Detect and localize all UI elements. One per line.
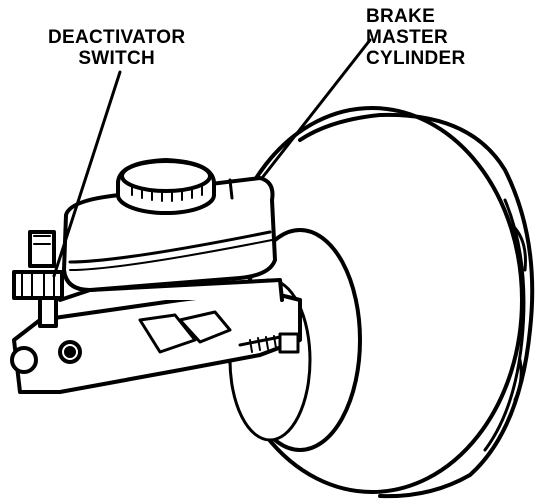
master-cylinder-body — [10, 278, 302, 394]
deactivator-switch-label-line-2: SWITCH — [78, 48, 156, 69]
brake-master-cylinder-label-line-3: CYLINDER — [366, 48, 466, 69]
brake-master-cylinder-label-line-1: BRAKE — [366, 6, 436, 27]
brake-master-cylinder-label-line-2: MASTER — [366, 27, 449, 48]
deactivator-leader-line — [52, 70, 122, 278]
brake-master-cylinder-label: BRAKE MASTER CYLINDER — [366, 6, 466, 69]
deactivator-switch — [12, 230, 64, 328]
reservoir-cap — [116, 158, 216, 215]
brake-master-cylinder-leader-line — [260, 38, 372, 180]
deactivator-switch-label-line-1: DEACTIVATOR — [48, 27, 186, 48]
deactivator-switch-label: DEACTIVATOR SWITCH — [48, 27, 185, 69]
fluid-reservoir — [62, 176, 277, 292]
